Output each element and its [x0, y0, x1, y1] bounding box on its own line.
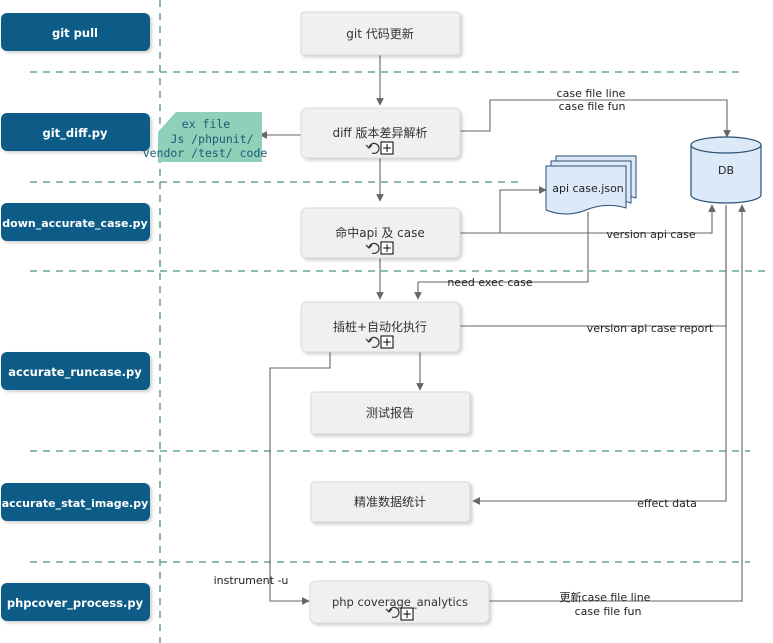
arrow-db-to-stats [472, 205, 727, 505]
plus-marker: + [382, 141, 392, 155]
note-line-2: Js /phpunit/ [170, 132, 253, 146]
plus-marker: + [382, 335, 392, 349]
step-test-report: 测试报告 [310, 391, 471, 435]
stage-label: git_diff.py [42, 126, 108, 141]
db-label: DB [718, 164, 734, 177]
edge-label-effect-data: effect data [637, 497, 697, 510]
edge-label-case-file-fun-2: case file fun [575, 605, 642, 618]
lane-separators [30, 0, 765, 643]
step-label: git 代码更新 [346, 26, 413, 41]
expand-plus-icon[interactable]: + [400, 607, 414, 621]
arrow-diff-to-db [460, 99, 731, 138]
step-label: php coverage_analytics [332, 595, 468, 609]
stage-labels: git pull git_diff.py down_accurate_case.… [1, 13, 150, 621]
step-diff-parse: diff 版本差异解析 + [300, 107, 461, 159]
edge-label-case-file-line: case file line [557, 87, 626, 100]
edge-label-version-api-case: version api case [606, 228, 696, 241]
arrow-coverage-to-db [489, 204, 746, 602]
edge-label-case-file-fun: case file fun [559, 100, 626, 113]
edge-label-version-api-case-report: version api case report [587, 322, 714, 335]
doc-label: api case.json [552, 182, 624, 195]
stage-accurate-runcase: accurate_runcase.py [1, 352, 150, 390]
exclude-note-card: ex file Js /phpunit/ vendor /test/ code [143, 112, 268, 162]
stage-git-pull: git pull [1, 13, 150, 51]
note-line-3: vendor /test/ code [143, 146, 268, 160]
loop-icon [365, 142, 380, 154]
loop-icon [365, 242, 380, 254]
arrow-hit-to-doc [460, 186, 547, 234]
stage-accurate-stat-image: accurate_stat_image.py [1, 483, 150, 521]
step-precise-stats: 精准数据统计 [310, 481, 471, 523]
plus-marker: + [402, 607, 412, 621]
stage-phpcover-process: phpcover_process.py [1, 583, 150, 621]
edge-label-need-exec-case: need exec case [447, 276, 533, 289]
note-line-1: ex file [182, 117, 231, 131]
stage-down-accurate-case: down_accurate_case.py [1, 203, 150, 241]
edge-label-instrument-u: instrument -u [214, 574, 289, 587]
stage-label: phpcover_process.py [7, 596, 144, 611]
step-php-coverage: php coverage_analytics + [309, 580, 490, 624]
expand-plus-icon[interactable]: + [380, 241, 394, 255]
stage-label: git pull [52, 26, 98, 40]
loop-icon [365, 336, 380, 348]
database-cylinder: DB [690, 136, 762, 204]
step-label: 测试报告 [366, 405, 414, 420]
connectors [259, 55, 746, 605]
expand-plus-icon[interactable]: + [380, 335, 394, 349]
stage-label: down_accurate_case.py [2, 217, 147, 230]
api-case-json-doc: api case.json [545, 155, 637, 215]
step-label: diff 版本差异解析 [332, 126, 427, 140]
step-git-update: git 代码更新 [300, 11, 461, 56]
loop-icon [385, 606, 400, 618]
edge-label-update-case-file-line: 更新case file line [560, 590, 651, 604]
step-label: 命中api 及 case [335, 225, 425, 240]
plus-marker: + [382, 241, 392, 255]
expand-plus-icon[interactable]: + [380, 141, 394, 155]
arrow-exec-to-coverage [269, 352, 331, 605]
step-label: 精准数据统计 [354, 494, 426, 509]
stage-label: accurate_stat_image.py [2, 497, 149, 510]
arrow-doc-to-exec [414, 212, 589, 300]
edge-labels: case file line case file fun version api… [214, 87, 714, 618]
stage-label: accurate_runcase.py [8, 365, 142, 380]
step-label: 插桩+自动化执行 [333, 319, 427, 334]
arrow-hit-to-db [460, 204, 716, 234]
step-hit-api-case: 命中api 及 case + [300, 207, 461, 259]
step-instrument-exec: 插桩+自动化执行 + [300, 301, 461, 353]
process-steps: git 代码更新 diff 版本差异解析 + 命中api 及 case [300, 11, 490, 624]
stage-git-diff: git_diff.py [1, 113, 150, 151]
